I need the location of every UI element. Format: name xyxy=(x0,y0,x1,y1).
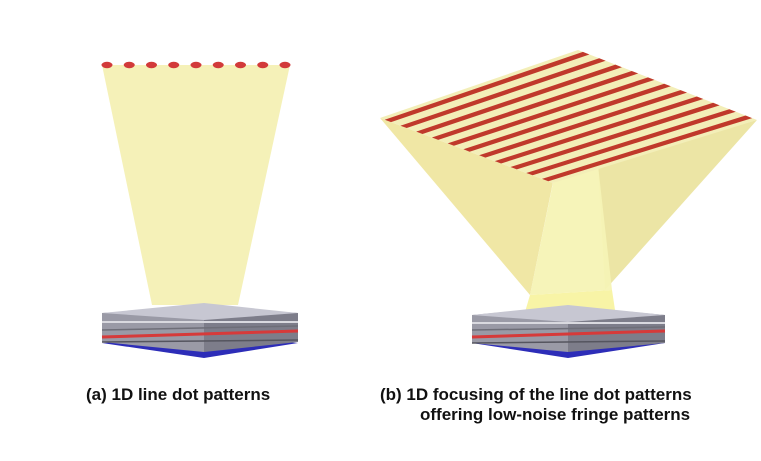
stripe-group xyxy=(384,51,753,182)
dot xyxy=(190,61,202,69)
caption-b-line2: offering low-noise fringe patterns xyxy=(420,405,691,424)
panel-a xyxy=(101,61,299,358)
fringe-stripe xyxy=(479,90,687,158)
dot xyxy=(146,61,157,69)
device-a-layer-2 xyxy=(101,325,299,331)
dot xyxy=(123,61,135,69)
device-a-red-layer xyxy=(101,329,299,339)
light-beam-b-center xyxy=(530,165,612,295)
device-a-layer-3 xyxy=(101,339,299,343)
device-b-red-layer xyxy=(471,329,666,339)
light-beam-b-left xyxy=(380,118,553,295)
panel-b xyxy=(380,50,757,358)
device-b-layer-2 xyxy=(471,326,666,331)
dot xyxy=(257,61,269,69)
fringe-stripe xyxy=(463,83,671,152)
fringe-stripe xyxy=(400,58,606,128)
dot xyxy=(101,61,113,69)
fringe-stripe xyxy=(526,109,736,176)
fringe-stripe xyxy=(431,71,639,140)
fringe-stripe xyxy=(494,96,704,164)
fringe-stripe xyxy=(542,115,753,182)
caption-b-line1: (b) 1D focusing of the line dot patterns xyxy=(380,385,692,404)
light-beam-b-right xyxy=(598,120,757,290)
device-b-top xyxy=(472,305,665,322)
device-b xyxy=(471,305,666,358)
device-a-top xyxy=(102,303,298,320)
dot-row-a xyxy=(101,61,291,69)
light-beam-b-focus xyxy=(525,290,615,312)
dot xyxy=(279,61,291,69)
fringe-stripe xyxy=(510,102,720,170)
device-a xyxy=(101,303,299,358)
fringe-stripe xyxy=(416,64,622,134)
dot xyxy=(168,61,180,69)
fringe-stripe xyxy=(384,51,590,123)
dot xyxy=(212,61,224,69)
device-b-layer-3 xyxy=(471,340,666,344)
dot xyxy=(235,61,246,69)
caption-a: (a) 1D line dot patterns xyxy=(86,385,271,404)
fringe-stripe xyxy=(447,77,655,146)
light-beam-a xyxy=(102,65,290,305)
